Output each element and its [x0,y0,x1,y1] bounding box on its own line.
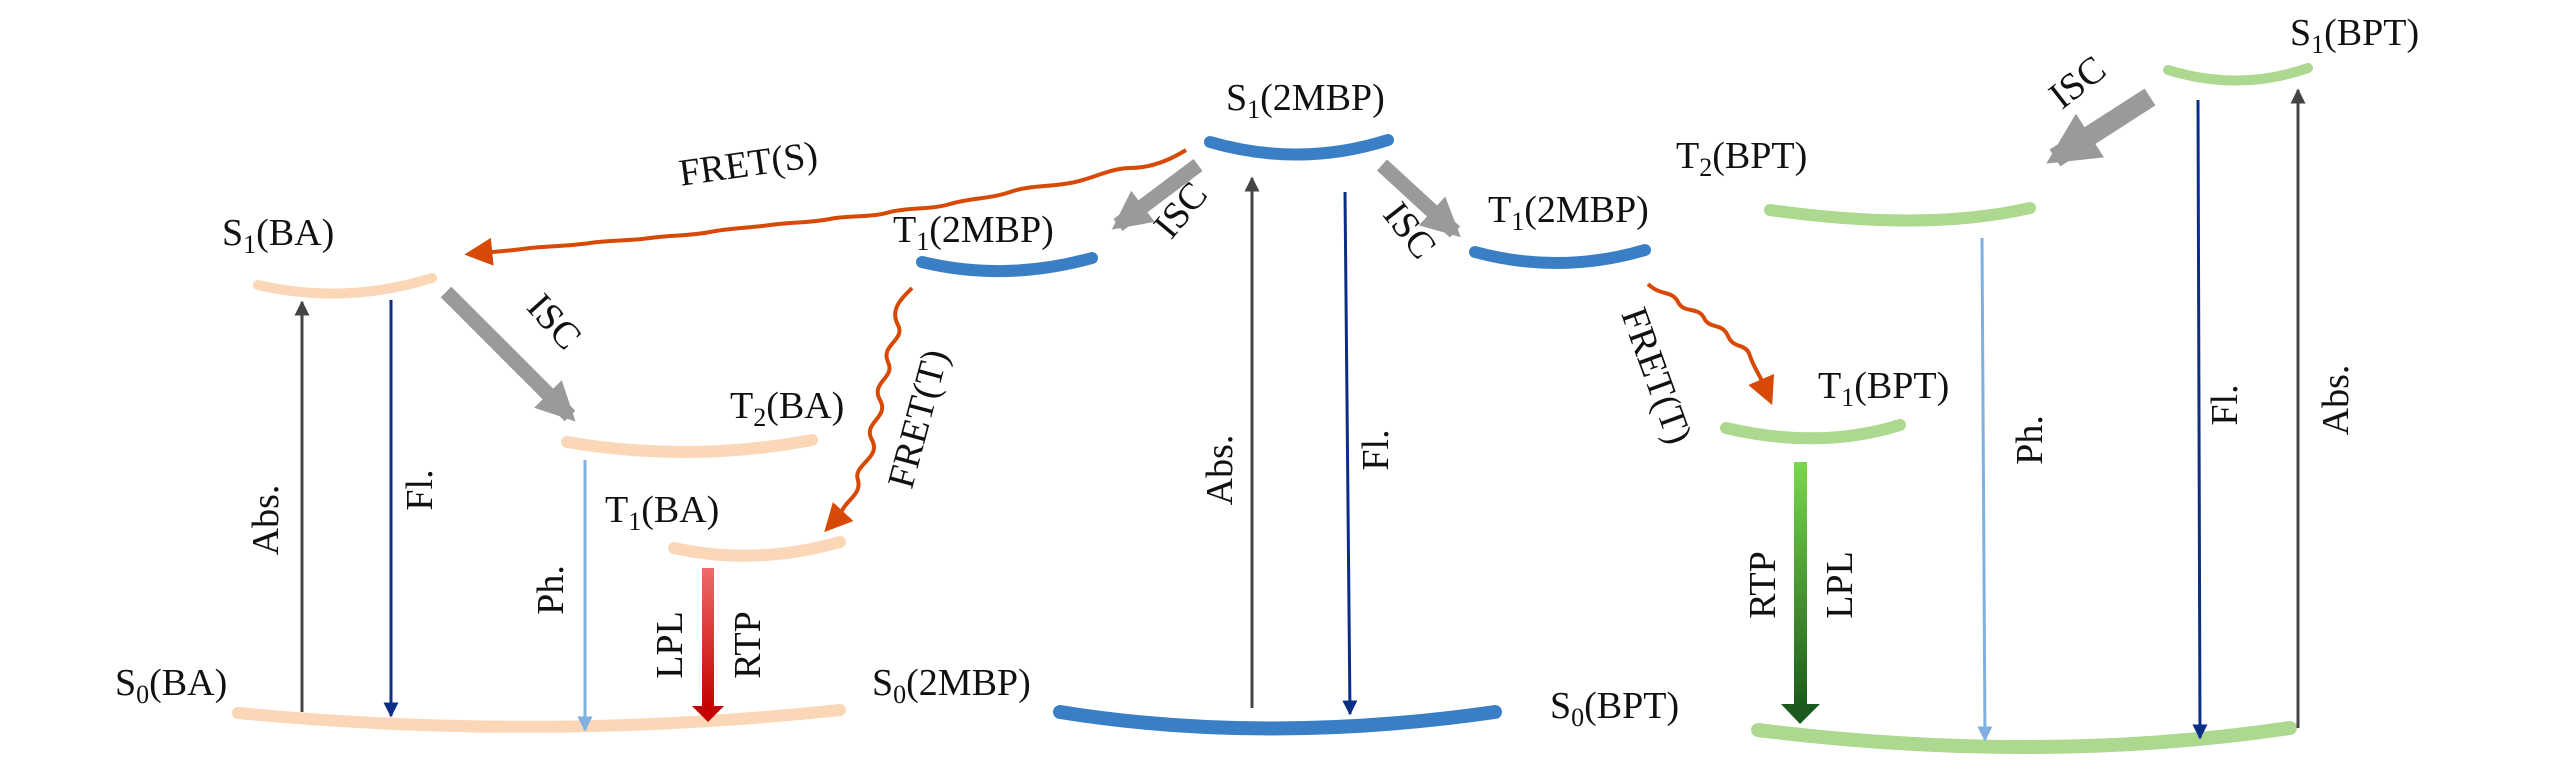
level-s1-ba-bar [253,273,437,299]
level-s0-2mbp-label: S0(2MBP) [872,662,1031,709]
level-bars [232,63,2313,754]
level-labels: S1(BA) T2(BA) T1(BA) S0(BA) S1(2MBP) T1(… [115,12,2419,732]
level-s0-2mbp-bar [1053,705,1502,736]
fret-arrows [464,148,1775,533]
isc-2mbp-right-arrow [1376,159,1461,238]
fl-bpt-arrow [2192,99,2208,740]
rtp-arrow-bpt [1781,462,1820,724]
abs-bpt-label: Abs. [2315,365,2357,436]
isc-arrows [440,88,2156,422]
fret-t-left-arrow [824,286,914,533]
level-s0-bpt-bar [1751,721,2297,754]
fret-s-arrow [464,148,1188,266]
level-s0-bpt-label: S0(BPT) [1550,685,1679,732]
fret-s-label: FRET(S) [676,134,820,195]
level-t1-ba-bar [668,536,846,562]
level-t1-ba-label: T1(BA) [605,489,719,536]
isc-ba-label: ISC [519,286,590,358]
lpl-bpt-label: LPL [1819,551,1861,619]
level-s1-2mbp-bar [1204,134,1394,161]
level-t1-2mbp-right-bar [1469,244,1651,269]
isc-ba-arrow [440,286,576,422]
level-t1-2mbp-right-label: T1(2MBP) [1488,189,1649,236]
level-s1-2mbp-label: S1(2MBP) [1226,77,1385,124]
level-s0-ba-bar [232,704,846,733]
level-t2-bpt-label: T2(BPT) [1676,135,1807,182]
rtp-ba-label: RTP [727,611,769,678]
fl-2mbp-label: Fl. [1355,429,1397,470]
ph-ba-label: Ph. [530,565,572,615]
level-t1-bpt-label: T1(BPT) [1818,365,1949,412]
rtp-arrow-ba [692,568,724,722]
level-t2-ba-label: T2(BA) [730,385,844,432]
lpl-ba-label: LPL [649,611,691,679]
isc-bpt-label: ISC [2041,48,2113,118]
level-t1-bpt-bar [1720,419,1906,445]
fl-bpt-label: Fl. [2204,384,2246,425]
ph-bpt-arrow [1977,237,1993,742]
rtp-bpt-label: RTP [1742,551,1784,618]
abs-ba-label: Abs. [245,485,287,556]
vertical-transitions [294,88,2306,742]
level-t2-ba-bar [561,434,818,458]
fl-ba-label: Fl. [399,469,441,510]
fret-t-right-arrow [1646,282,1775,406]
level-t1-2mbp-left-label: T1(2MBP) [893,209,1054,256]
isc-2mbp-left-label: ISC [1146,174,1216,246]
level-s1-bpt-bar [2163,63,2313,86]
level-s0-ba-label: S0(BA) [115,662,227,709]
fl-2mbp-arrow [1342,191,1358,716]
transition-labels: Abs. Fl. ISC Ph. LPL RTP FRET(S) FRET(T)… [245,48,2357,679]
abs-2mbp-label: Abs. [1199,435,1241,506]
level-t2-bpt-bar [1764,202,2036,227]
level-t1-2mbp-left-bar [916,252,1098,278]
isc-2mbp-left-arrow [1111,159,1203,231]
isc-bpt-arrow [2046,88,2156,167]
level-s1-ba-label: S1(BA) [222,212,334,259]
level-s1-bpt-label: S1(BPT) [2290,12,2419,59]
fret-t-right-label: FRET(T) [1612,302,1700,449]
ph-bpt-label: Ph. [2009,415,2051,465]
